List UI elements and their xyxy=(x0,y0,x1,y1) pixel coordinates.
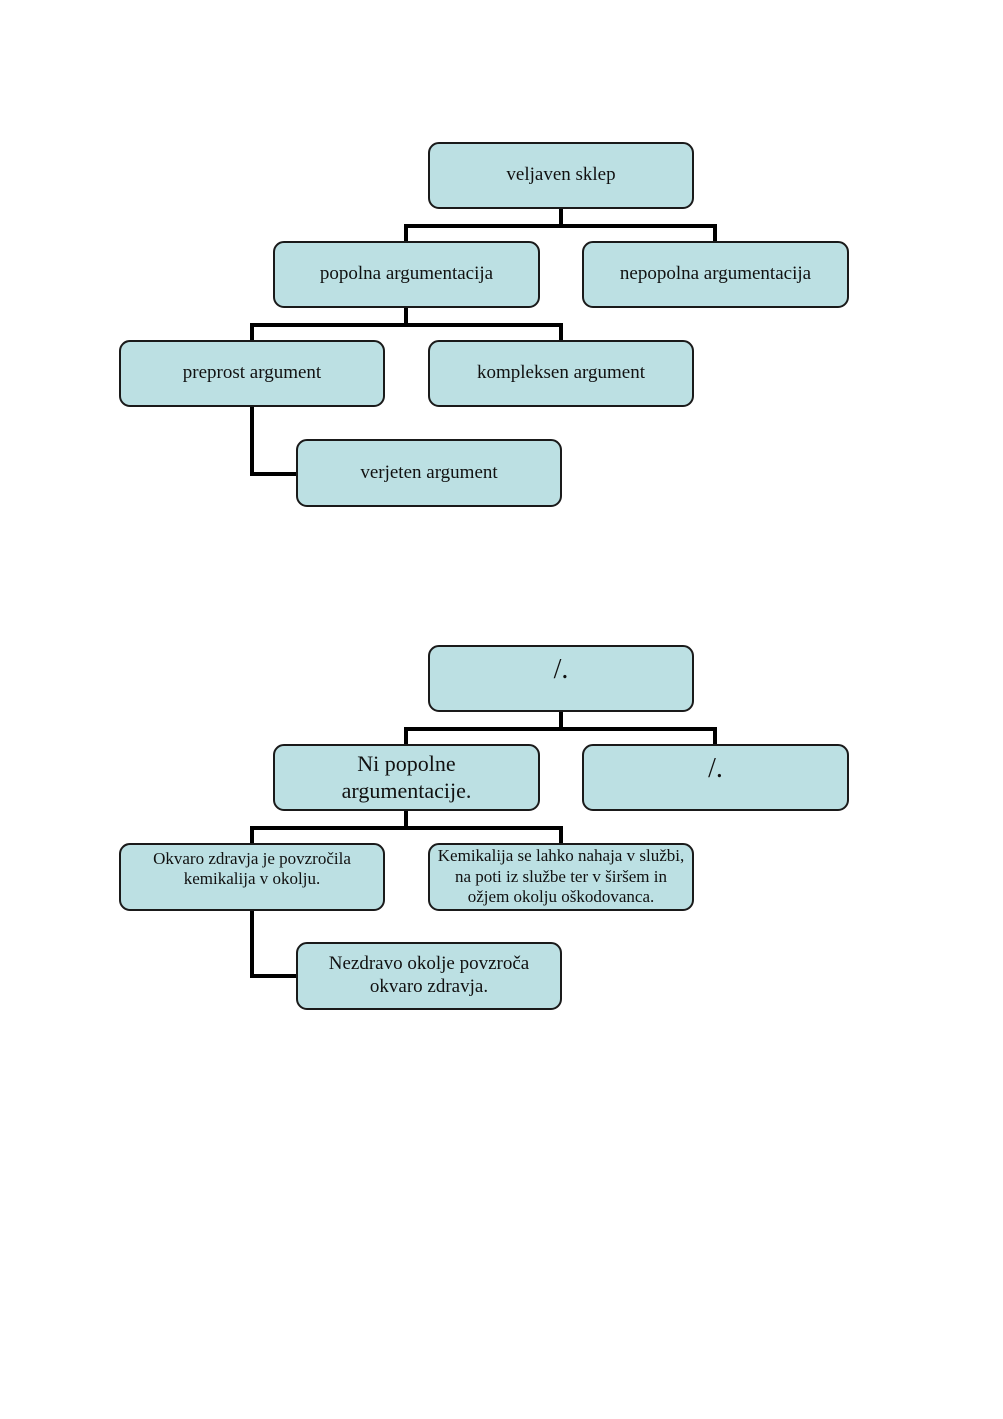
connector xyxy=(404,224,717,228)
node-root: veljaven sklep xyxy=(428,142,694,209)
node-left: Ni popolne argumentacije. xyxy=(273,744,540,811)
node-left-child-1: preprost argument xyxy=(119,340,385,407)
connector xyxy=(250,323,563,327)
connector xyxy=(404,810,408,828)
node-root: /. xyxy=(428,645,694,712)
connector xyxy=(404,224,408,242)
connector xyxy=(250,974,298,978)
connector xyxy=(713,224,717,242)
node-right: /. xyxy=(582,744,849,811)
node-left: popolna argumentacija xyxy=(273,241,540,308)
connector xyxy=(250,909,254,978)
node-left-grandchild: Nezdravo okolje povzroča okvaro zdravja. xyxy=(296,942,562,1010)
node-right: nepopolna argumentacija xyxy=(582,241,849,308)
connector xyxy=(250,472,298,476)
connector xyxy=(250,323,254,341)
connector xyxy=(404,307,408,325)
connector xyxy=(250,826,254,844)
node-left-child-1: Okvaro zdravja je povzročila kemikalija … xyxy=(119,843,385,911)
node-left-grandchild: verjeten argument xyxy=(296,439,562,507)
connector xyxy=(559,323,563,341)
connector xyxy=(559,208,563,226)
connector xyxy=(713,727,717,745)
connector xyxy=(250,406,254,476)
connector xyxy=(404,727,408,745)
connector xyxy=(559,826,563,844)
node-left-child-2: kompleksen argument xyxy=(428,340,694,407)
connector xyxy=(559,711,563,729)
connector xyxy=(404,727,717,731)
node-left-child-2: Kemikalija se lahko nahaja v službi, na … xyxy=(428,843,694,911)
connector xyxy=(250,826,563,830)
